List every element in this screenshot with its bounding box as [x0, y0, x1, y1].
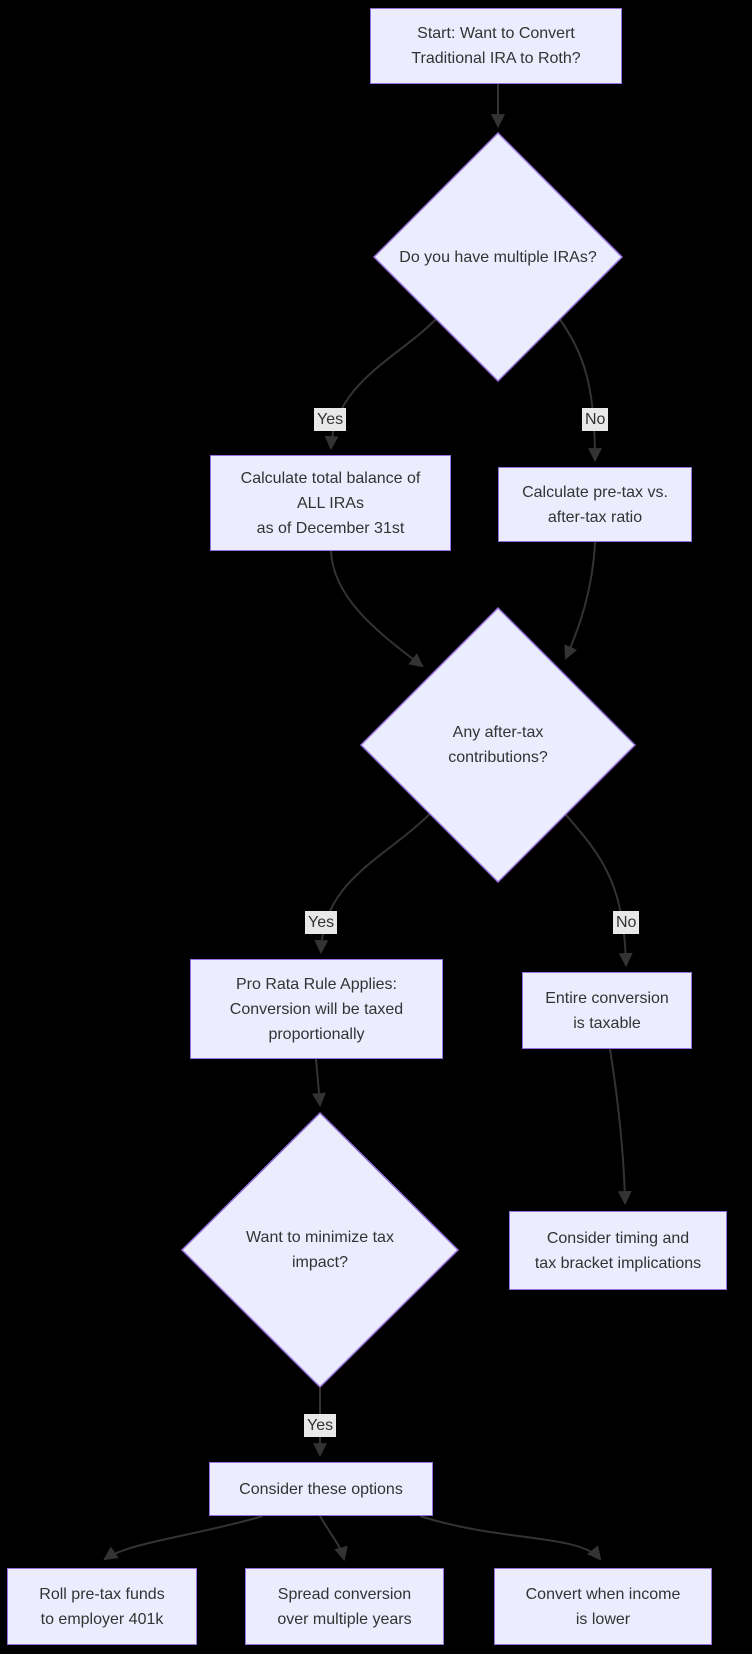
- node-option-401k-label: Roll pre-tax funds to employer 401k: [39, 1585, 165, 1628]
- decision-minimize-tax-label: Want to minimize tax impact?: [246, 1229, 394, 1271]
- edge-pro-rata-to-minimize-tax: [311, 1058, 326, 1108]
- decision-multiple-iras-shape: [372, 131, 624, 383]
- edge-label-yes-2: Yes: [305, 911, 338, 934]
- node-option-spread-label: Spread conversion over multiple years: [277, 1585, 412, 1628]
- node-option-spread: Spread conversion over multiple years: [245, 1568, 444, 1645]
- node-start: Start: Want to Convert Traditional IRA t…: [370, 8, 622, 84]
- node-entire-taxable: Entire conversion is taxable: [522, 972, 692, 1049]
- node-pro-rata: Pro Rata Rule Applies: Conversion will b…: [190, 959, 443, 1059]
- edge-entire-taxable-to-consider-timing: [609, 1048, 632, 1206]
- edge-calc-ratio-to-after-tax: [564, 541, 596, 660]
- decision-minimize-tax-shape: [180, 1111, 460, 1389]
- edge-label-yes-3: Yes: [304, 1414, 337, 1437]
- decision-multiple-iras: Do you have multiple IRAs?: [374, 133, 622, 381]
- decision-after-tax: Any after-tax contributions?: [361, 608, 635, 882]
- node-consider-options-label: Consider these options: [239, 1480, 403, 1498]
- edge-options-to-income: [419, 1515, 602, 1561]
- decision-after-tax-shape: [359, 606, 637, 884]
- edge-calc-total-to-after-tax: [330, 550, 424, 668]
- node-calc-ratio: Calculate pre-tax vs. after-tax ratio: [498, 467, 692, 542]
- node-consider-timing-label: Consider timing and tax bracket implicat…: [534, 1229, 702, 1272]
- edge-label-no-1: No: [582, 408, 609, 431]
- node-entire-taxable-label: Entire conversion is taxable: [545, 989, 669, 1032]
- decision-minimize-tax: Want to minimize tax impact?: [182, 1113, 458, 1387]
- node-start-label: Start: Want to Convert Traditional IRA t…: [411, 25, 581, 67]
- node-option-income: Convert when income is lower: [494, 1568, 712, 1645]
- node-consider-options: Consider these options: [209, 1462, 433, 1516]
- edge-after-tax-no: [559, 807, 633, 968]
- node-consider-timing: Consider timing and tax bracket implicat…: [509, 1211, 727, 1290]
- node-calc-total: Calculate total balance of ALL IRAs as o…: [210, 455, 451, 551]
- node-option-401k: Roll pre-tax funds to employer 401k: [7, 1568, 197, 1645]
- node-option-income-label: Convert when income is lower: [525, 1585, 681, 1628]
- decision-multiple-iras-label: Do you have multiple IRAs?: [399, 248, 597, 266]
- edge-options-to-401k: [103, 1515, 264, 1561]
- node-calc-ratio-label: Calculate pre-tax vs. after-tax ratio: [522, 483, 668, 526]
- edge-options-to-spread: [319, 1515, 348, 1562]
- edge-multiple-iras-no: [558, 317, 602, 463]
- node-calc-total-label: Calculate total balance of ALL IRAs as o…: [240, 469, 421, 537]
- decision-after-tax-label: Any after-tax contributions?: [448, 724, 548, 766]
- node-pro-rata-label: Pro Rata Rule Applies: Conversion will b…: [229, 975, 404, 1043]
- edge-label-no-2: No: [613, 911, 640, 934]
- edge-label-yes-1: Yes: [314, 408, 347, 431]
